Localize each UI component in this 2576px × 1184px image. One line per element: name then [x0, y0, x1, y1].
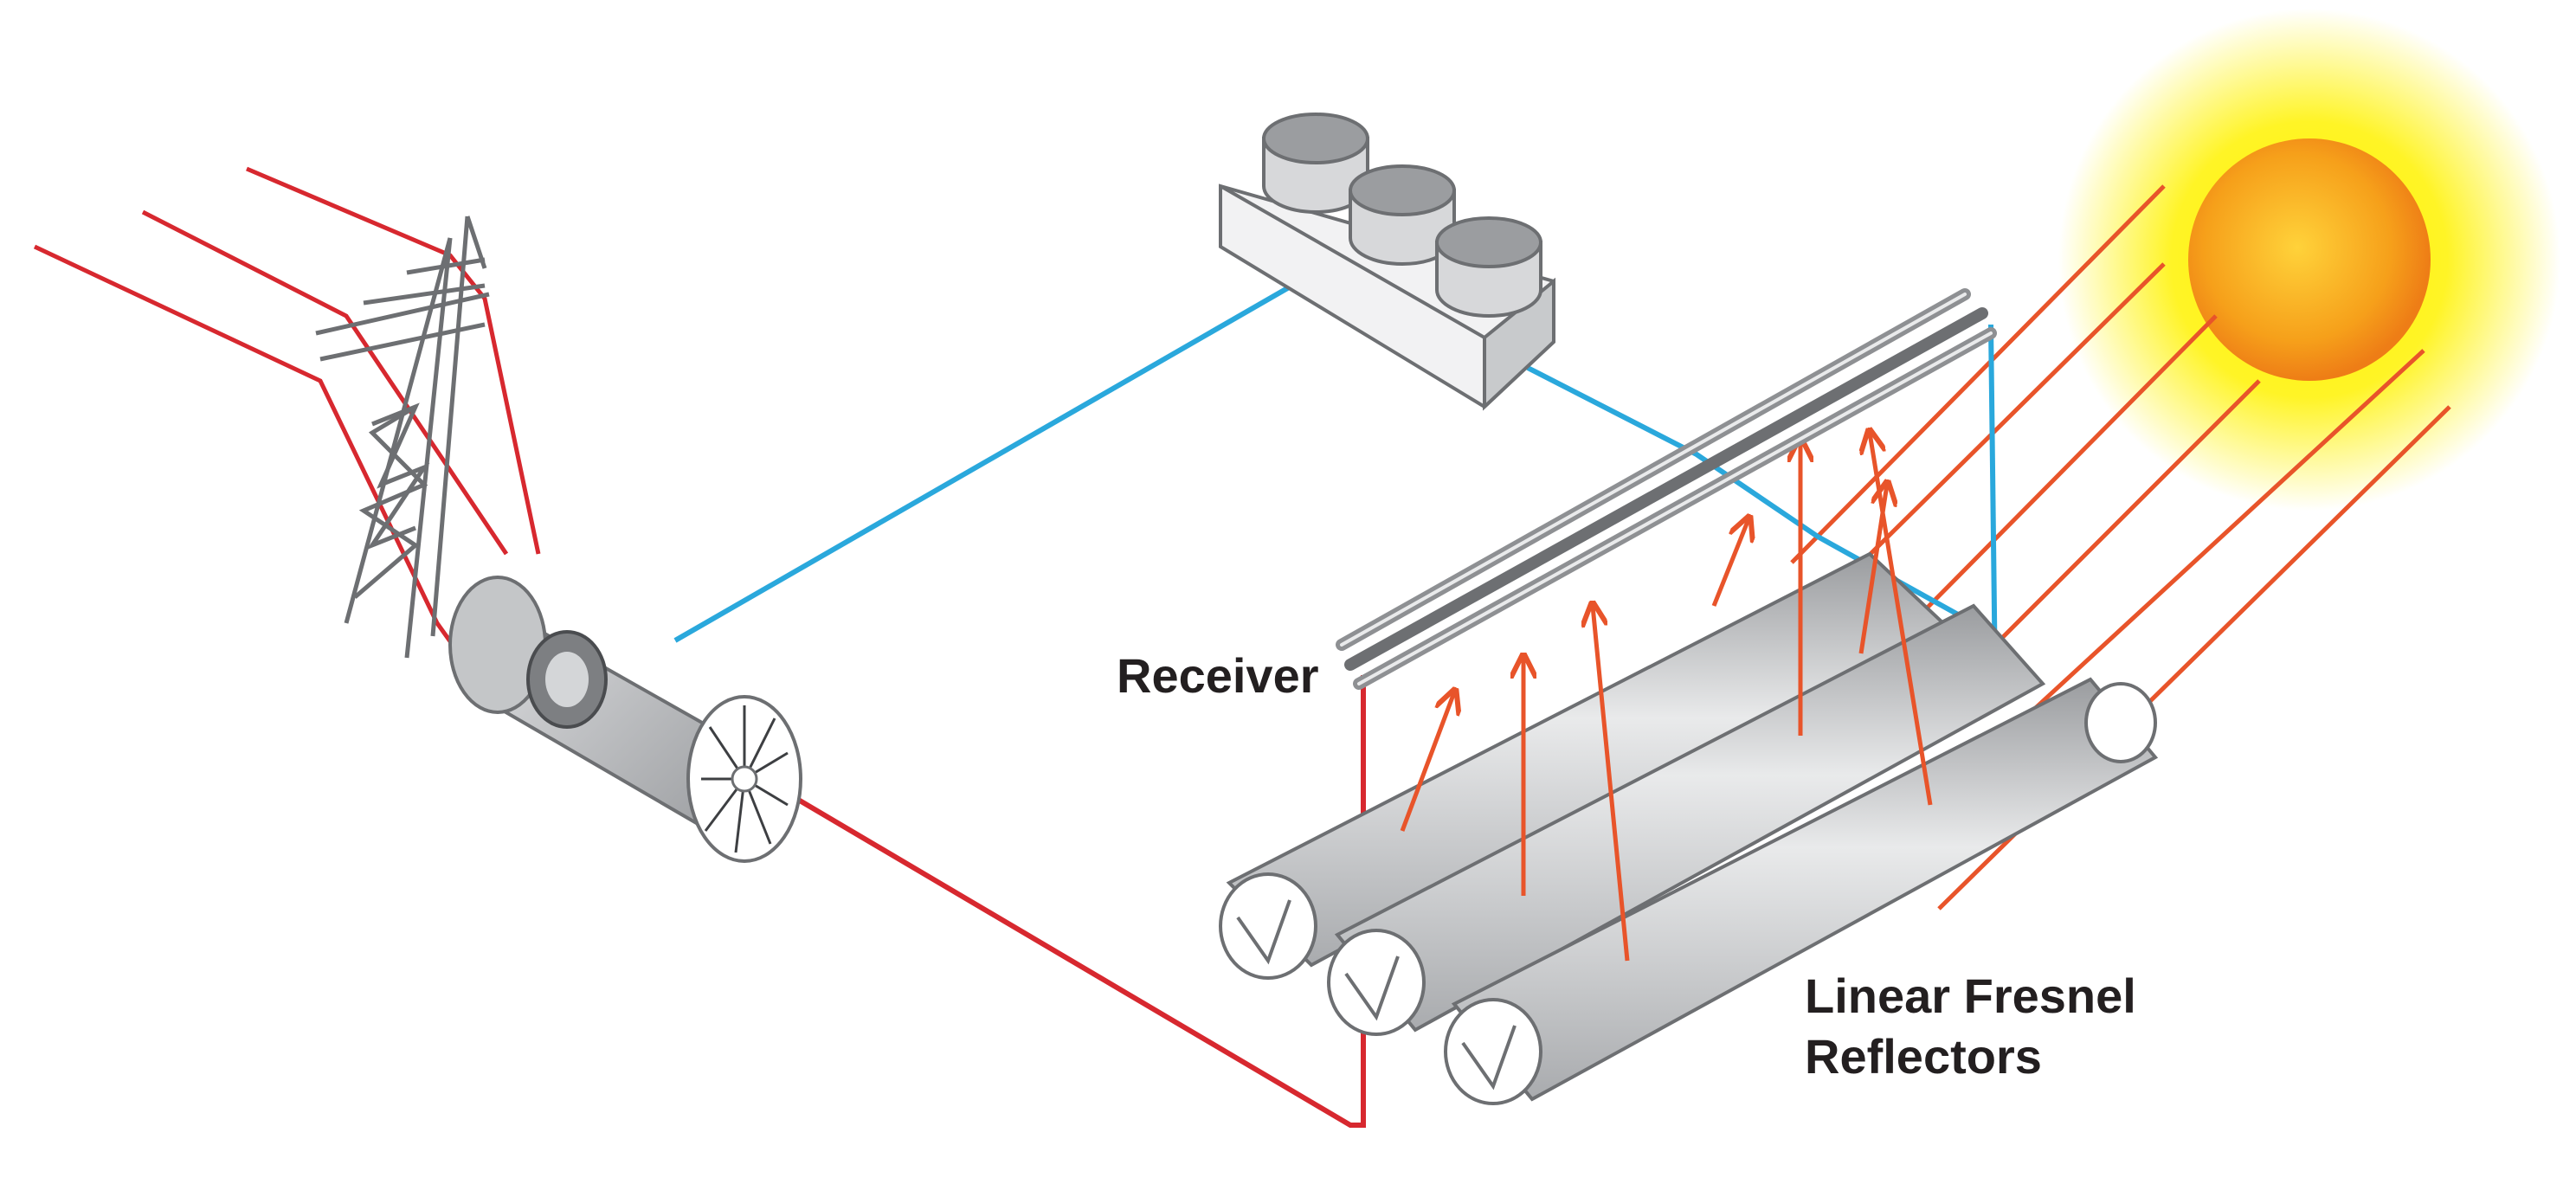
cooling-tower-icon: [1219, 113, 1555, 411]
transmission-tower-icon: [315, 216, 490, 659]
receiver-label: Receiver: [1117, 648, 1319, 703]
reflected-sun-rays: [1400, 433, 1933, 962]
reflectors-label-line1: Linear Fresnel: [1805, 968, 2136, 1023]
fresnel-mirror-icon: [1219, 551, 2159, 1105]
turbine-generator-icon: [448, 576, 802, 863]
reflectors-label-line2: Reflectors: [1805, 1029, 2042, 1084]
sun-icon: [2058, 9, 2560, 511]
fresnel-mirror-row-3: [1444, 677, 2159, 1105]
fresnel-mirror-row-2: [1327, 603, 2046, 1036]
receiver-tubes-icon: [1336, 288, 1997, 690]
